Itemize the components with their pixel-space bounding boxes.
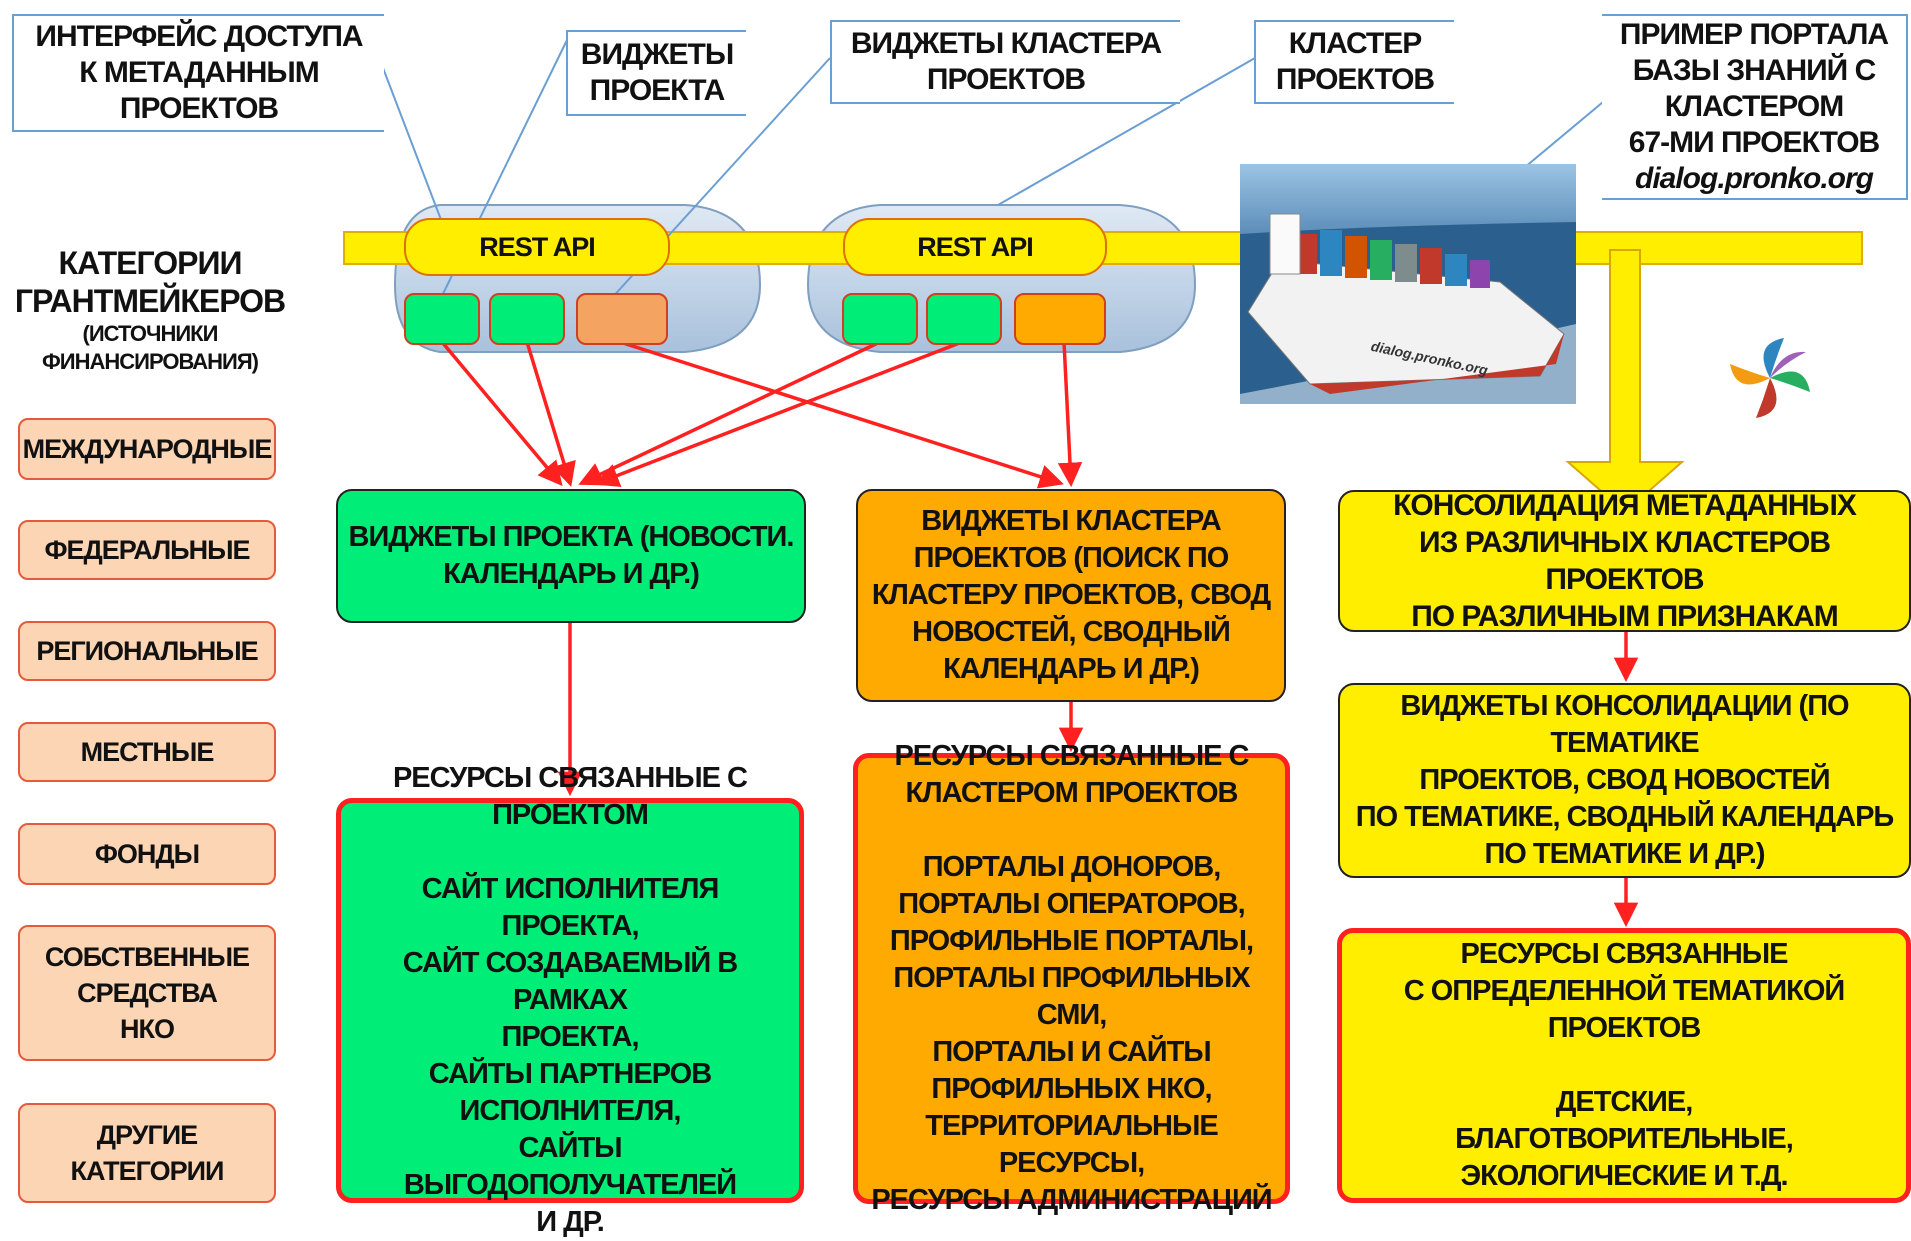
callout-portal-example: ПРИМЕР ПОРТАЛА БАЗЫ ЗНАНИЙ С КЛАСТЕРОМ 6… [1602,14,1908,200]
pinwheel-logo [1730,338,1810,418]
consolidation-box-text: КОНСОЛИДАЦИЯ МЕТАДАННЫХ ИЗ РАЗЛИЧНЫХ КЛА… [1393,489,1857,633]
cluster-resources-box: РЕСУРСЫ СВЯЗАННЫЕ С КЛАСТЕРОМ ПРОЕКТОВ П… [853,740,1290,1216]
callout-project-cluster-text: КЛАСТЕР ПРОЕКТОВ [1275,27,1435,96]
category-local: МЕСТНЫЕ [18,722,276,782]
project-widgets-box-text: ВИДЖЕТЫ ПРОЕКТА (НОВОСТИ. КАЛЕНДАРЬ И ДР… [348,521,795,590]
arrow-w3-cluster [619,340,1064,489]
category-federal-label: ФЕДЕРАЛЬНЫЕ [44,535,250,565]
container-ship-drawing [1240,213,1576,404]
widget-chip-right-2 [926,293,1002,345]
category-international: МЕЖДУНАРОДНЫЕ [18,418,276,480]
categories-subtitle-line1: (ИСТОЧНИКИ [82,321,219,346]
consolidation-widgets-box-text: ВИДЖЕТЫ КОНСОЛИДАЦИИ (ПО ТЕМАТИКЕ ПРОЕКТ… [1355,690,1895,870]
arrow-rw1-project [578,340,881,486]
category-regional-label: РЕГИОНАЛЬНЫЕ [36,636,258,666]
arrow-w1-project [440,340,563,487]
category-regional: РЕГИОНАЛЬНЫЕ [18,621,276,681]
callout-project-widgets: ВИДЖЕТЫ ПРОЕКТА [566,30,746,116]
category-other-label: ДРУГИЕ КАТЕГОРИИ [70,1120,225,1186]
arrow-rw2-project [594,340,963,488]
leader-project-cluster [997,57,1256,206]
arrow-w2-project [525,341,576,487]
cluster-widgets-box-text: ВИДЖЕТЫ КЛАСТЕРА ПРОЕКТОВ (ПОИСК ПО КЛАС… [871,505,1271,685]
callout-cluster-widgets-text: ВИДЖЕТЫ КЛАСТЕРА ПРОЕКТОВ [850,27,1162,96]
rest-api-left-label: REST API [479,231,596,262]
bus-down-arrow [1565,249,1685,514]
thematic-resources-box: РЕСУРСЫ СВЯЗАННЫЕ С ОПРЕДЕЛЕННОЙ ТЕМАТИК… [1337,928,1911,1203]
categories-title: КАТЕГОРИИ ГРАНТМЕЙКЕРОВ (ИСТОЧНИКИ ФИНАН… [0,244,300,376]
widget-chip-left-2 [489,293,565,345]
category-federal: ФЕДЕРАЛЬНЫЕ [18,520,276,580]
rest-api-right-label: REST API [917,231,1034,262]
leader-metadata-interface [382,67,449,239]
cluster-resources-box-text: РЕСУРСЫ СВЯЗАННЫЕ С КЛАСТЕРОМ ПРОЕКТОВ П… [871,740,1272,1216]
portal-url-link[interactable]: dialog.pronko.org [1635,162,1874,195]
callout-project-cluster: КЛАСТЕР ПРОЕКТОВ [1254,20,1454,104]
project-widgets-box: ВИДЖЕТЫ ПРОЕКТА (НОВОСТИ. КАЛЕНДАРЬ И ДР… [336,489,806,623]
cluster-widgets-box: ВИДЖЕТЫ КЛАСТЕРА ПРОЕКТОВ (ПОИСК ПО КЛАС… [856,489,1286,702]
widget-chip-right-1 [842,293,918,345]
thematic-resources-box-text: РЕСУРСЫ СВЯЗАННЫЕ С ОПРЕДЕЛЕННОЙ ТЕМАТИК… [1403,938,1846,1192]
category-other: ДРУГИЕ КАТЕГОРИИ [18,1103,276,1203]
categories-title-line1: КАТЕГОРИИ [58,245,243,281]
rest-api-left: REST API [404,218,670,276]
categories-title-line2: ГРАНТМЕЙКЕРОВ [14,283,286,319]
callout-metadata-interface: ИНТЕРФЕЙС ДОСТУПА К МЕТАДАННЫМ ПРОЕКТОВ [12,14,384,132]
callout-metadata-interface-text: ИНТЕРФЕЙС ДОСТУПА К МЕТАДАННЫМ ПРОЕКТОВ [35,20,363,125]
container-ship-image: dialog.pronko.org [1240,164,1576,404]
project-resources-box: РЕСУРСЫ СВЯЗАННЫЕ С ПРОЕКТОМ САЙТ ИСПОЛН… [336,762,804,1238]
callout-cluster-widgets: ВИДЖЕТЫ КЛАСТЕРА ПРОЕКТОВ [830,20,1180,104]
category-international-label: МЕЖДУНАРОДНЫЕ [22,434,273,464]
arrow-rw3-cluster [1057,341,1083,488]
widget-chip-right-3 [1014,293,1106,345]
rest-api-right: REST API [843,218,1107,276]
category-foundations: ФОНДЫ [18,823,276,885]
categories-subtitle-line2: ФИНАНСИРОВАНИЯ) [42,349,259,374]
category-own-funds-label: СОБСТВЕННЫЕ СРЕДСТВА НКО [44,942,250,1044]
widget-chip-left-1 [404,293,480,345]
project-resources-box-text: РЕСУРСЫ СВЯЗАННЫЕ С ПРОЕКТОМ САЙТ ИСПОЛН… [392,762,748,1238]
consolidation-widgets-box: ВИДЖЕТЫ КОНСОЛИДАЦИИ (ПО ТЕМАТИКЕ ПРОЕКТ… [1338,683,1911,878]
widget-chip-left-3 [576,293,668,345]
category-own-funds: СОБСТВЕННЫЕ СРЕДСТВА НКО [18,925,276,1061]
callout-project-widgets-text: ВИДЖЕТЫ ПРОЕКТА [580,38,734,107]
callout-portal-example-text: ПРИМЕР ПОРТАЛА БАЗЫ ЗНАНИЙ С КЛАСТЕРОМ 6… [1619,18,1889,159]
consolidation-box: КОНСОЛИДАЦИЯ МЕТАДАННЫХ ИЗ РАЗЛИЧНЫХ КЛА… [1338,489,1911,633]
category-foundations-label: ФОНДЫ [94,839,200,869]
category-local-label: МЕСТНЫЕ [80,737,215,767]
